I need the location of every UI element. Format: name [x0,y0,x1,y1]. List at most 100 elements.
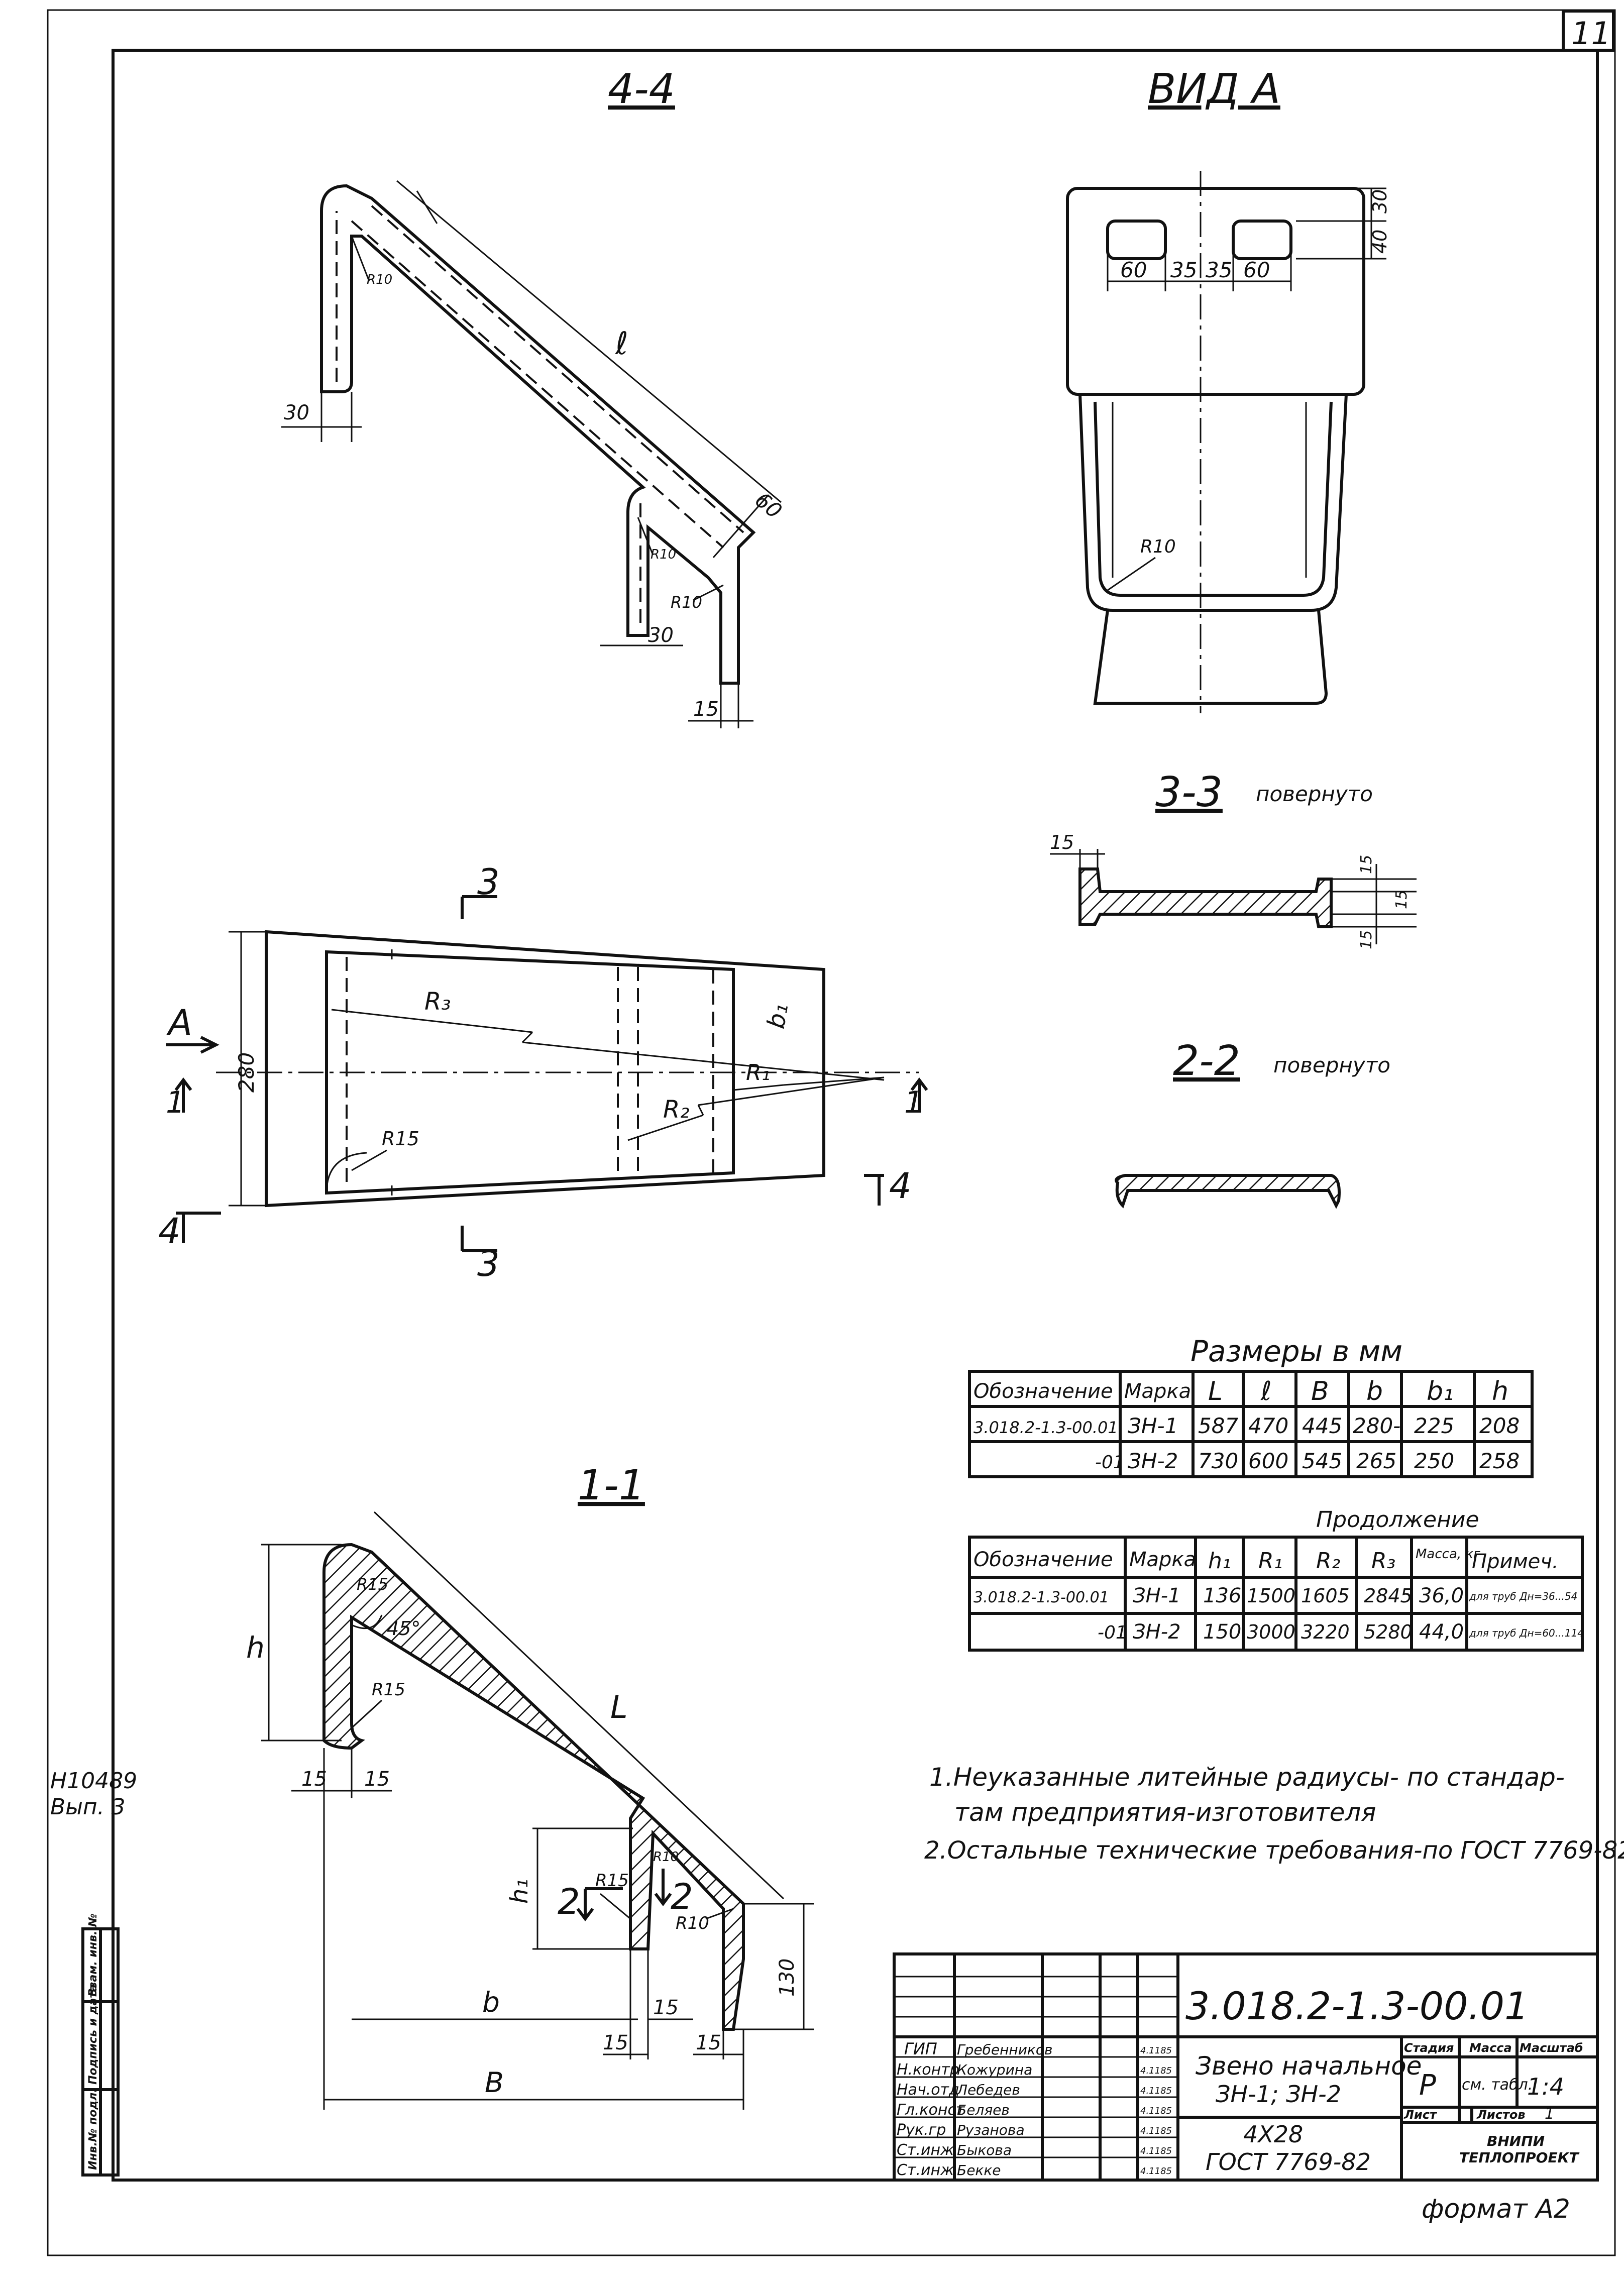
r10-outer: R10 [671,593,702,612]
tb-role-1: Н.контр [897,2061,959,2079]
sizes-r0c6: 225 [1414,1413,1454,1438]
sizes-r0c0: 3.018.2-1.3-00.01 [973,1418,1118,1437]
tb-name-2: ЗН-1; ЗН-2 [1216,2081,1341,2108]
plan-dim-280: 280 [234,1052,259,1093]
dim-15-33d: 15 [1358,930,1375,949]
cut4-left-label: 4 [158,1211,181,1252]
r15-c: R15 [595,1871,629,1891]
tb-org-2: ТЕПЛОПРОЕКТ [1459,2149,1579,2166]
dim-35-b: 35 [1206,258,1232,282]
r10-a: R10 [653,1850,679,1865]
section-3-3-title: 3-3 [1155,769,1223,816]
tb-role-4: Рук.гр [897,2121,946,2139]
dim-130: 130 [776,1959,799,1997]
tb-scale: 1:4 [1527,2073,1564,2100]
cut2-right: 2 [671,1876,693,1917]
sizes-h0: Обозначение [973,1380,1113,1403]
cont-r0c2: 136 [1203,1584,1241,1607]
w15-a: 15 [301,1768,327,1791]
sizes-r1c6: 250 [1414,1449,1454,1473]
note-line-1: 1.Неуказанные литейные радиусы- по станд… [929,1763,1565,1792]
tb-name-5: Быкова [957,2142,1012,2158]
strip-label-0: Инв.№ подл. [87,2088,99,2170]
cont-r1c3: 3000 [1247,1621,1295,1643]
cut1-left-label: 1 [166,1085,185,1120]
drawing-frame [112,49,1599,2182]
sizes-r0c3: 470 [1248,1413,1288,1438]
sizes-r1c1: ЗН-2 [1128,1449,1178,1473]
sizes-h2: L [1208,1376,1223,1406]
continuation-table: Продолжение Обозначение Марка h₁ R₁ R₂ R… [968,1507,1584,1652]
sizes-h5: b [1366,1376,1383,1406]
section-2-2: 2-2 повернуто [1115,1037,1390,1209]
sheet-number-box [1562,10,1615,52]
sizes-r0c7: 208 [1479,1413,1520,1438]
cont-r1c0: -01 [1098,1622,1127,1643]
tb-role-0: ГИП [904,2039,937,2058]
section-1-1: 1-1 L h R15 45° R15 15 15 h₁ 2 2 R15 R10… [246,1462,814,2110]
r15-a: R15 [357,1575,388,1594]
sizes-r0c1: ЗН-1 [1128,1413,1178,1438]
tb-role-3: Гл.конст [897,2101,965,2119]
cont-r1c5: 5280 [1364,1621,1413,1643]
dim-60-4-4: 60 [750,487,787,523]
section-3-3-note: повернуто [1256,782,1373,806]
side-inv: Н10489 [50,1768,137,1794]
dim-h1: h₁ [505,1879,533,1904]
cont-h4: R₂ [1316,1548,1340,1574]
cont-r0c4: 1605 [1301,1585,1350,1607]
tb-date-0: 4.1185 [1140,2045,1172,2056]
sizes-r1c5: 265 [1356,1449,1396,1473]
cut4-right-label: 4 [889,1165,912,1207]
dim-b: b [482,1986,500,2018]
r15-b: R15 [372,1680,405,1700]
dim-15-33b: 15 [1358,855,1375,874]
sizes-h6: b₁ [1427,1376,1454,1406]
sizes-r1c2: 730 [1198,1449,1238,1473]
b15-b: 15 [603,2031,628,2054]
cont-h6: Масса, кг [1416,1547,1480,1562]
tb-name-1: Кожурина [957,2061,1032,2078]
r10-view-a: R10 [1140,536,1176,557]
outer-frame [47,9,1616,2256]
technical-notes: 1.Неуказанные литейные радиусы- по станд… [924,1763,1624,1865]
sizes-r1c7: 258 [1479,1449,1520,1473]
cont-h0: Обозначение [973,1548,1113,1571]
tb-mass: см. табл. [1462,2076,1533,2094]
sizes-r0c4: 445 [1302,1413,1342,1438]
r10-mid: R10 [651,547,676,562]
view-a-title: ВИД А [1148,65,1280,113]
sizes-h7: h [1492,1376,1508,1406]
cont-h5: R₃ [1371,1548,1395,1574]
format-label: формат А2 [1422,2194,1570,2224]
sizes-table-caption: Размеры в мм [1190,1334,1402,1368]
tb-date-6: 4.1185 [1140,2166,1172,2177]
dim-L: L [610,1689,628,1725]
b15-c: 15 [696,2031,721,2054]
sizes-r1c0: -01 [1095,1452,1125,1473]
dim-30-a: 30 [1369,189,1391,213]
strip-label-2: Взам. инв. № [87,1914,99,1997]
cont-r0c6: 36,0 [1419,1584,1464,1607]
angle-45: 45° [387,1617,420,1640]
tb-code: 3.018.2-1.3-00.01 [1185,1984,1529,2028]
cont-h1: Марка [1129,1548,1196,1571]
r10-top: R10 [367,272,392,287]
sizes-r1c4: 545 [1302,1449,1342,1473]
dim-15-33a: 15 [1050,831,1074,853]
tb-sheets-label: Листов [1476,2108,1526,2122]
cont-r0c1: ЗН-1 [1133,1584,1181,1607]
cont-r1c6: 44,0 [1419,1620,1464,1644]
tb-material-1: 4Х28 [1243,2121,1303,2148]
section-1-1-title: 1-1 [578,1462,645,1509]
cont-r0c3: 1500 [1247,1585,1295,1607]
plan-r15: R15 [382,1128,419,1150]
side-issue: Вып. 3 [50,1794,126,1820]
dim-h: h [246,1630,265,1665]
cont-table-caption: Продолжение [1316,1507,1479,1533]
cont-r0c0: 3.018.2-1.3-00.01 [973,1589,1109,1606]
cont-h7: Примеч. [1472,1550,1559,1573]
plan-r1: R₁ [746,1060,770,1085]
dim-30-left: 30 [284,401,309,424]
dim-15-bottom: 15 [693,698,719,721]
